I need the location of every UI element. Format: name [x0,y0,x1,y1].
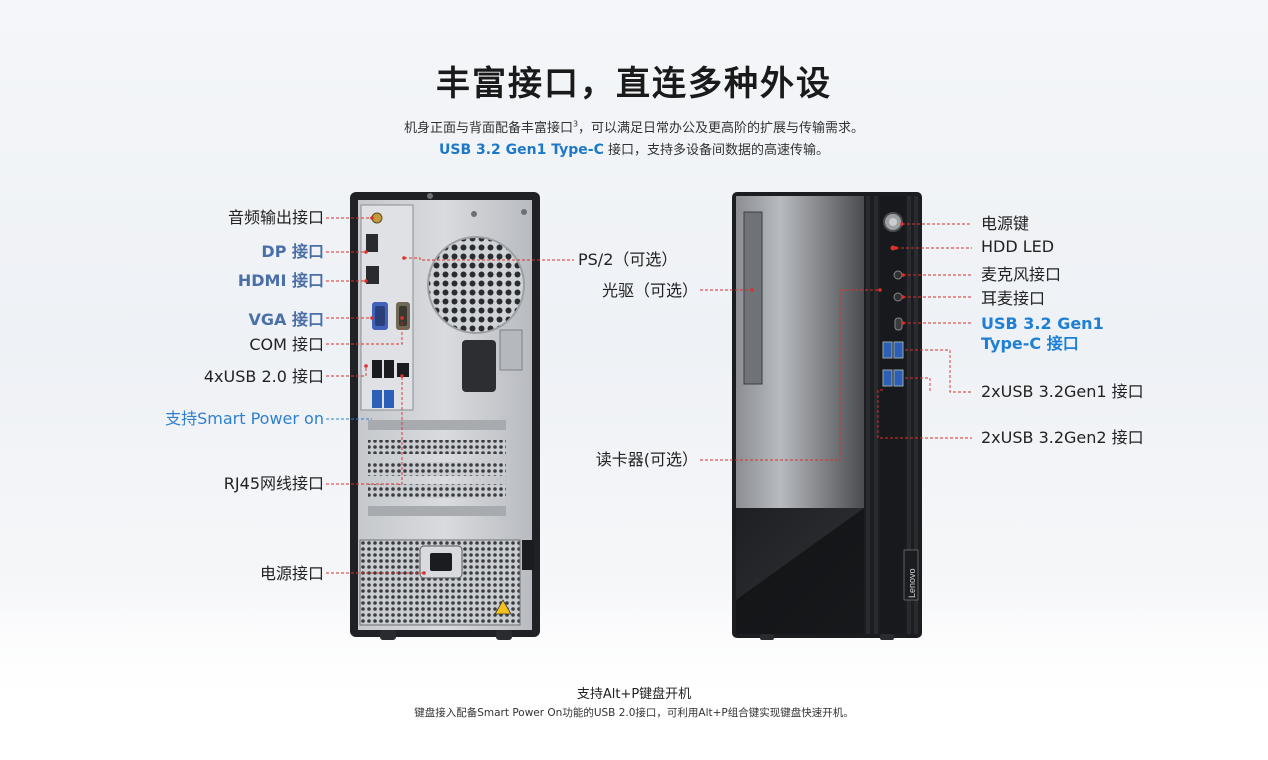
label-power-button: 电源键 [981,214,1030,233]
subtitle-line1: 机身正面与背面配备丰富接口3，可以满足日常办公及更高阶的扩展与传输需求。 [403,119,865,136]
label-com: COM 接口 [249,335,324,354]
lenovo-logo: Lenovo [907,568,917,598]
subtitle-line2: USB 3.2 Gen1 Type-C 接口，支持多设备间数据的高速传输。 [439,142,829,158]
label-usb20: 4xUSB 2.0 接口 [203,367,324,386]
label-optical: 光驱（可选） [601,281,698,300]
front-leader-dots [878,222,905,325]
label-type-c-line1: USB 3.2 Gen1 [981,314,1104,333]
label-headset: 耳麦接口 [981,289,1046,308]
label-card-reader: 读卡器(可选） [595,450,698,469]
rear-leader-lines [326,217,752,574]
footer-title: 支持Alt+P键盘开机 [576,687,692,702]
label-dp: DP 接口 [261,242,324,261]
label-vga: VGA 接口 [248,310,324,329]
front-pc: Lenovo [732,192,922,640]
label-power-port: 电源接口 [259,564,324,583]
label-hdd-led: HDD LED [981,237,1055,256]
label-audio-out: 音频输出接口 [227,208,324,227]
label-rj45: RJ45网线接口 [223,474,324,493]
floor-reflection [0,585,1268,760]
label-hdmi: HDMI 接口 [237,271,324,290]
label-smart-power: 支持Smart Power on [165,409,324,428]
rear-pc [350,192,540,640]
label-ps2: PS/2（可选） [578,250,678,269]
label-type-c-line2: Type-C 接口 [981,334,1079,353]
label-mic: 麦克风接口 [981,265,1062,284]
label-usb-gen1: 2xUSB 3.2Gen1 接口 [981,382,1144,401]
label-usb-gen2: 2xUSB 3.2Gen2 接口 [981,428,1144,447]
rear-leader-dots [364,216,754,575]
footer-note: 键盘接入配备Smart Power On功能的USB 2.0接口，可利用Alt+… [414,707,854,719]
front-leader-lines [700,223,972,461]
page-title: 丰富接口，直连多种外设 [436,64,832,104]
